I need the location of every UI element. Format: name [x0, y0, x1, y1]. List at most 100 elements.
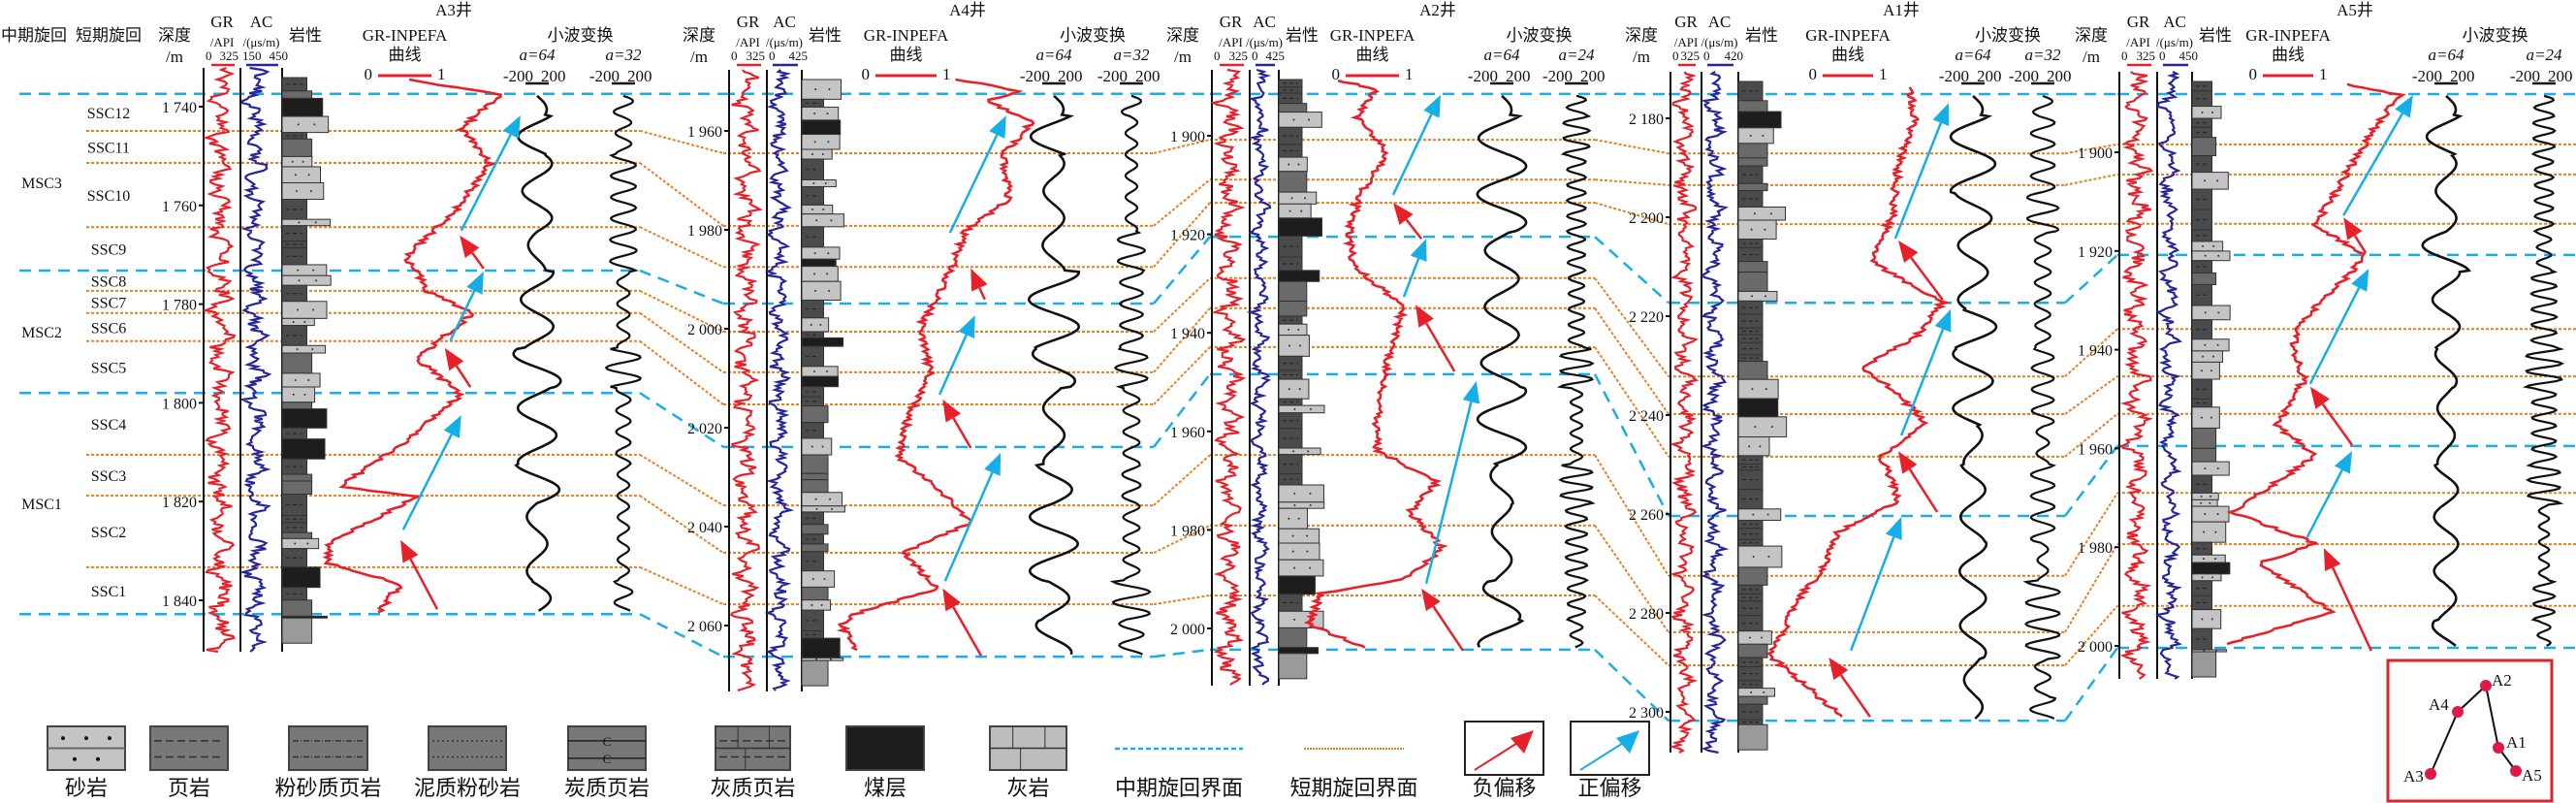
lithology-sandstone	[281, 115, 330, 134]
lithology-sandstone	[801, 213, 844, 228]
lithology-sandstone	[1737, 436, 1770, 457]
mid-cycle-label: MSC2	[21, 325, 62, 341]
lithology-pattern	[829, 658, 832, 660]
lithology-pattern	[1759, 445, 1762, 448]
lithology-silty-shale	[281, 90, 313, 99]
lithology-pattern	[813, 112, 816, 115]
legend-label: 中期旋回界面	[1115, 776, 1243, 800]
short-cycle-label: SSC1	[91, 584, 126, 600]
negative-shift-arrow	[455, 365, 472, 388]
legend-item-silty-shale: 粉砂质页岩	[274, 725, 382, 800]
lithology-coal	[801, 119, 842, 136]
lithology-pattern	[2201, 576, 2204, 579]
legend-label: 炭质页岩	[564, 776, 650, 800]
lithology-shale	[2191, 541, 2212, 556]
lithology-silty-shale	[281, 473, 313, 482]
lithology-shale	[2191, 283, 2212, 306]
depth-label: 1 760	[162, 199, 197, 215]
wavelet-max: 200	[1506, 67, 1531, 85]
lithology-pattern	[823, 578, 826, 581]
lithology-sandstone	[1278, 203, 1312, 219]
short-cycle-connector	[1594, 307, 1670, 415]
lithology-sandstone	[2191, 609, 2222, 629]
map-well-label: A4	[2429, 695, 2449, 714]
wavelet-scale-label: a=24	[2527, 46, 2562, 64]
depth-label: 1 960	[2078, 441, 2113, 458]
lithology-silty-shale	[1737, 361, 1768, 380]
lithology-pattern	[297, 123, 300, 126]
lithology-coal	[1737, 111, 1782, 129]
lithology-shale	[2191, 627, 2212, 651]
ac-header: AC	[250, 13, 273, 31]
negative-shift-arrowhead	[970, 268, 988, 292]
wavelet-scale-label: a=32	[606, 46, 642, 64]
positive-shift-arrowhead	[2351, 269, 2369, 292]
lithology-pattern	[1298, 344, 1301, 347]
lithology-silty-shale	[1278, 280, 1308, 302]
lithology-pattern	[291, 160, 294, 163]
inpefa-curve	[1303, 79, 1448, 649]
lithology-sandstone	[2191, 573, 2222, 582]
gr-min: 0	[1214, 48, 1221, 63]
positive-shift-arrow	[2308, 287, 2361, 385]
lithology-pattern	[307, 378, 310, 381]
depth-label: 1 920	[1170, 228, 1205, 244]
lithology-sandstone	[281, 182, 325, 201]
legend-swatch-pattern	[108, 736, 111, 741]
positive-shift-arrowhead	[502, 115, 521, 139]
short-cycle-connector	[1594, 277, 1670, 377]
lithology-sandstone	[2191, 505, 2230, 523]
lithology-sandstone	[281, 301, 328, 319]
lithology-pattern	[1309, 503, 1312, 506]
lithology-pattern	[1288, 388, 1290, 391]
wavelet-header: 小波变换	[1060, 26, 1126, 45]
inpefa-curve	[322, 78, 503, 614]
negative-shift-arrow	[1908, 468, 1939, 513]
positive-shift-arrowhead	[466, 272, 484, 295]
wavelet-scale-label: a=64	[1036, 46, 1072, 64]
ac-max: 450	[2179, 48, 2199, 63]
ac-header: AC	[1708, 13, 1732, 31]
legend-item-calcareous-shale: 灰质页岩	[710, 725, 796, 800]
lithology-pattern	[820, 603, 823, 606]
lithology-silty-shale	[281, 599, 313, 617]
wavelet-min: -200	[1939, 67, 1969, 85]
inpefa-min: 0	[1332, 65, 1341, 83]
lithology-pattern	[2200, 501, 2203, 504]
short-cycle-connector	[2064, 328, 2118, 377]
depth-label: 1 940	[1170, 326, 1205, 342]
lithology-pattern	[811, 603, 813, 606]
lithology-header: 岩性	[1745, 26, 1778, 45]
lithology-sandstone	[281, 155, 313, 168]
lithology-pattern	[813, 141, 816, 144]
positive-shift-arrow	[2342, 112, 2404, 216]
short-cycle-label: SSC8	[91, 273, 126, 290]
wavelet-curve-a24	[2522, 94, 2565, 647]
legend-swatch	[1570, 721, 1650, 776]
legend-item-negative-shift: 负偏移	[1464, 721, 1544, 800]
inpefa-sub-header: 曲线	[1831, 46, 1864, 64]
ac-max: 450	[270, 48, 289, 63]
legend-swatch-pattern	[73, 756, 77, 761]
lithology-sandstone	[1737, 206, 1787, 221]
negative-shift-arrowhead	[1415, 305, 1434, 328]
lithology-sandstone	[1278, 542, 1320, 561]
lithology-sandstone	[281, 166, 322, 184]
lithology-coal	[281, 438, 326, 460]
positive-shift-arrow	[2306, 468, 2344, 538]
well-name: A1井	[1883, 1, 1920, 19]
legend-label: 煤层	[864, 776, 906, 800]
wavelet-max: 200	[2450, 67, 2475, 85]
mid-cycle-connector	[1153, 648, 1211, 658]
lithology-sandstone	[1737, 688, 1776, 697]
lithology-header: 岩性	[2199, 26, 2232, 45]
lithology-sandstone	[281, 317, 315, 327]
wavelet-scale-label: a=64	[1484, 46, 1520, 64]
lithology-sandstone	[2191, 361, 2220, 380]
lithology-coal	[281, 97, 324, 117]
lithology-shale	[2191, 594, 2212, 611]
legend-swatch	[1464, 721, 1544, 776]
ac-header: AC	[2163, 13, 2186, 31]
lithology-pattern	[2211, 111, 2214, 113]
